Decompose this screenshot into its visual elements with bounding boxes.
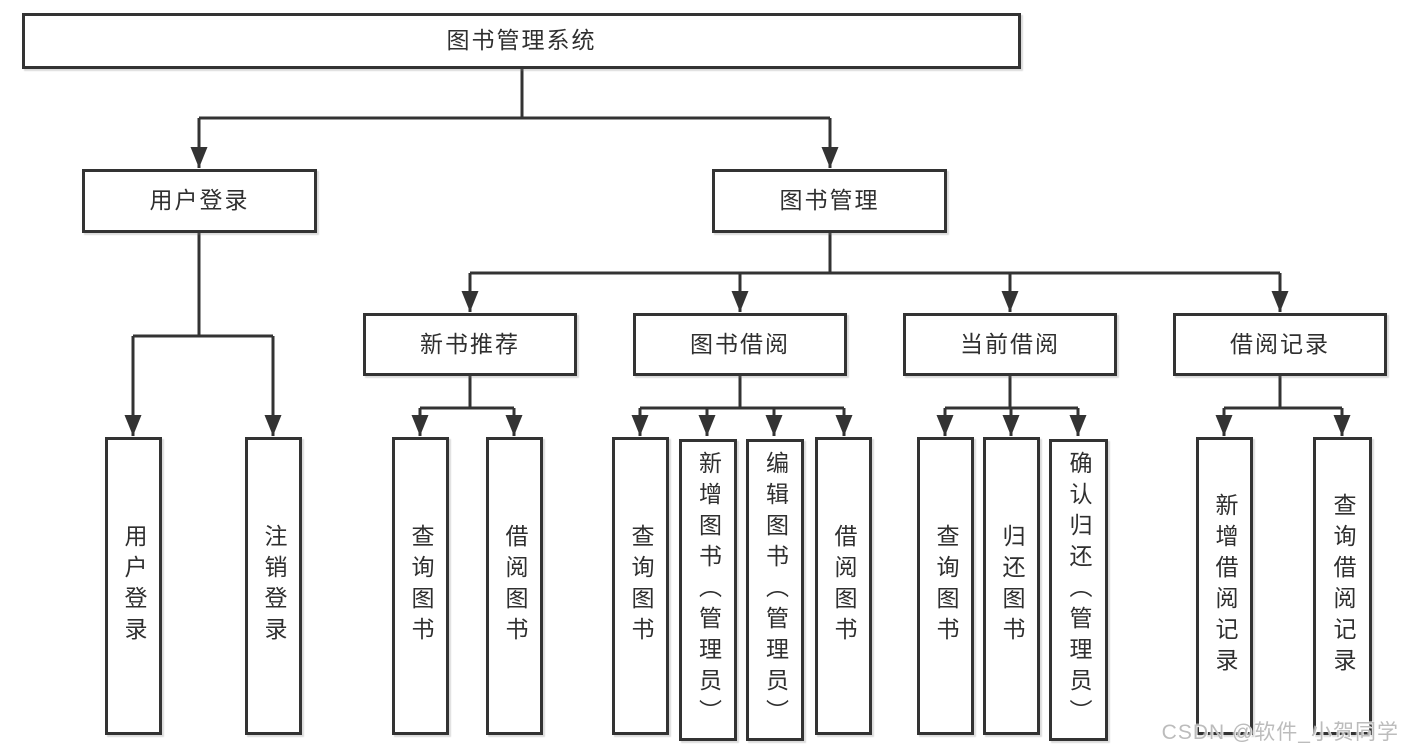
node-query-books-current: 查询图书 (917, 437, 974, 735)
node-label: 当前借阅 (960, 330, 1060, 357)
node-label: 确认归还（管理员） (1066, 450, 1092, 730)
node-new-book-recommendation: 新书推荐 (363, 313, 577, 376)
node-borrow-books-recommend: 借阅图书 (486, 437, 543, 735)
node-query-borrow-record: 查询借阅记录 (1313, 437, 1372, 735)
node-add-borrow-record: 新增借阅记录 (1196, 437, 1253, 735)
node-label: 图书管理 (779, 187, 880, 214)
node-return-book: 归还图书 (983, 437, 1040, 735)
node-confirm-return-admin: 确认归还（管理员） (1049, 439, 1108, 741)
node-current-borrowing: 当前借阅 (903, 313, 1117, 376)
node-label: 图书管理系统 (446, 27, 597, 54)
node-logout-leaf: 注销登录 (245, 437, 302, 735)
node-label: 借阅图书 (831, 524, 857, 648)
node-label: 新增图书（管理员） (695, 450, 722, 730)
node-add-book-admin: 新增图书（管理员） (679, 439, 737, 741)
node-label: 借阅记录 (1230, 330, 1330, 357)
node-query-books-recommend: 查询图书 (392, 437, 449, 735)
node-library-management-system: 图书管理系统 (22, 13, 1021, 69)
node-label: 查询图书 (628, 524, 654, 648)
node-label: 新书推荐 (420, 330, 520, 357)
node-label: 归还图书 (999, 524, 1025, 648)
node-label: 用户登录 (121, 524, 147, 648)
node-borrowing-records: 借阅记录 (1173, 313, 1387, 376)
node-label: 查询借阅记录 (1330, 493, 1356, 679)
node-query-books-borrowing: 查询图书 (612, 437, 669, 735)
node-borrow-books-borrowing: 借阅图书 (815, 437, 872, 735)
node-book-borrowing: 图书借阅 (633, 313, 847, 376)
node-edit-book-admin: 编辑图书（管理员） (746, 439, 804, 741)
watermark-text: CSDN @软件_小贺同学 (1161, 721, 1399, 744)
node-label: 查询图书 (933, 524, 959, 648)
node-label: 编辑图书（管理员） (762, 450, 789, 730)
node-user-login-leaf: 用户登录 (105, 437, 162, 735)
node-label: 查询图书 (408, 524, 434, 648)
node-label: 注销登录 (261, 524, 287, 648)
node-book-management: 图书管理 (712, 169, 947, 233)
node-user-login: 用户登录 (82, 169, 317, 233)
connector-arrows (124, 118, 1351, 436)
node-label: 图书借阅 (690, 330, 790, 357)
node-label: 用户登录 (149, 187, 250, 214)
node-label: 新增借阅记录 (1212, 493, 1238, 679)
node-label: 借阅图书 (502, 524, 528, 648)
connector-spines (133, 69, 1342, 410)
